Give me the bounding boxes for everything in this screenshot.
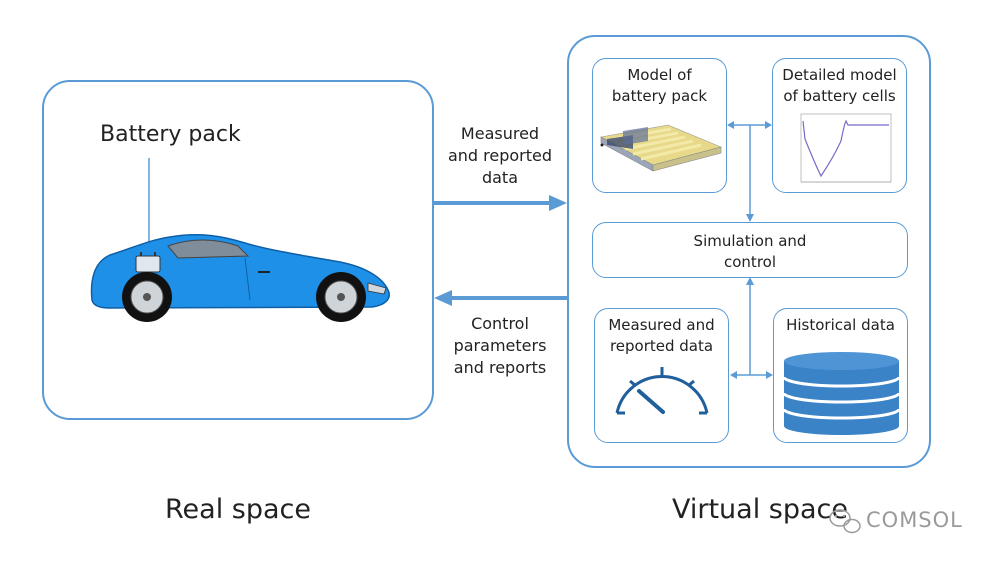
real-space-label: Real space <box>165 494 311 525</box>
back-label-line-3: and reports <box>453 358 547 377</box>
back-label-line-2: parameters <box>453 336 547 355</box>
back-arrow-label: Control parameters and reports <box>436 313 564 379</box>
historical-data-box: Historical data <box>773 308 908 443</box>
simulation-line-2: control <box>724 253 776 271</box>
model-pack-line-1: Model of <box>627 66 692 84</box>
back-arrow-head <box>434 290 452 306</box>
forward-arrow-head <box>549 195 567 211</box>
historical-data-label: Historical data <box>786 316 895 334</box>
gauge-needle <box>637 389 665 414</box>
forward-label-line-2: and reported <box>447 146 553 165</box>
back-label-line-1: Control <box>471 314 529 333</box>
simulation-line-1: Simulation and <box>693 232 807 250</box>
watermark-text: COMSOL <box>866 508 963 532</box>
front-wheel <box>316 272 366 322</box>
gauge-icon <box>615 367 709 415</box>
forward-label-line-3: data <box>481 168 519 187</box>
model-battery-pack-box: Model of battery pack <box>592 58 727 193</box>
battery-icon <box>135 255 161 273</box>
measured-data-box: Measured and reported data <box>594 308 729 443</box>
forward-label-line-1: Measured <box>460 124 540 143</box>
virtual-space-label: Virtual space <box>671 494 848 525</box>
cell-voltage-plot <box>800 113 892 183</box>
detailed-model-line-1: Detailed model <box>782 66 897 84</box>
rear-wheel <box>122 272 172 322</box>
detailed-model-box: Detailed model of battery cells <box>772 58 907 193</box>
measured-data-line-1: Measured and <box>608 316 715 334</box>
forward-arrow-label: Measured and reported data <box>436 123 564 189</box>
measured-data-line-2: reported data <box>609 337 714 355</box>
car-window <box>167 239 250 259</box>
battery-pack-model-image <box>600 124 722 172</box>
database-icon <box>782 352 901 435</box>
simulation-control-box: Simulation and control <box>592 222 908 278</box>
detailed-model-line-2: of battery cells <box>783 87 896 105</box>
model-pack-line-2: battery pack <box>611 87 708 105</box>
battery-pack-label: Battery pack <box>100 122 241 147</box>
